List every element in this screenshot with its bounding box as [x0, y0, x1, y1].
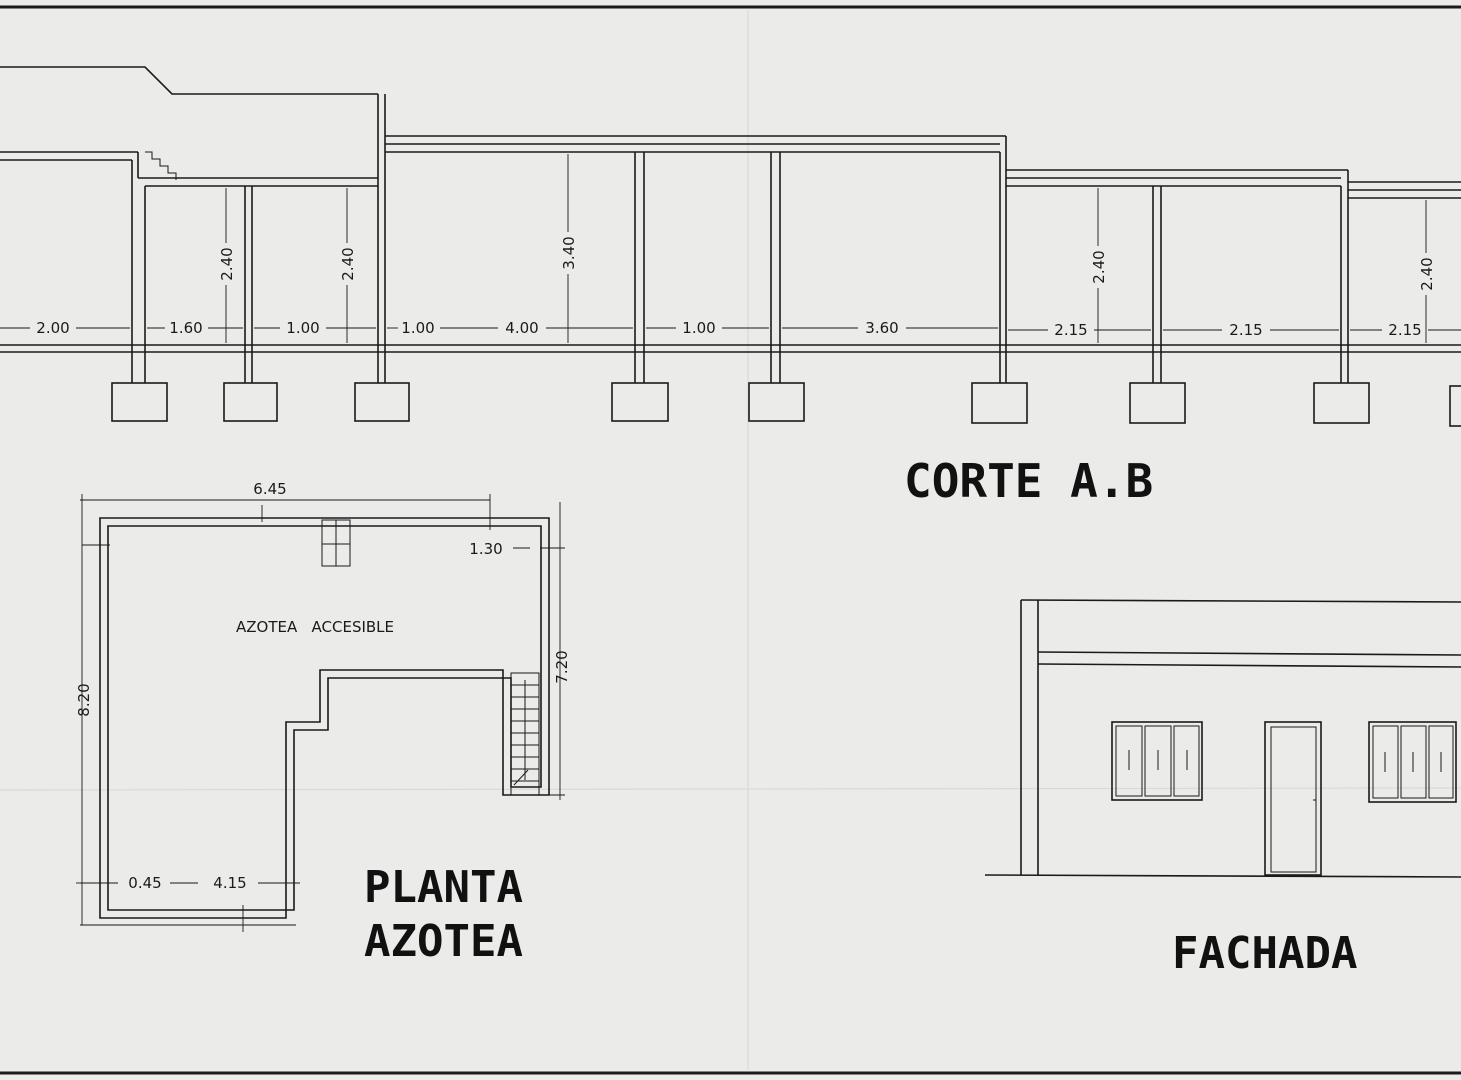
- span-label-8: 2.15: [1054, 321, 1087, 339]
- height-label-3: 3.40: [560, 236, 578, 269]
- span-label-9: 2.15: [1229, 321, 1262, 339]
- stair-symbol: [510, 672, 540, 796]
- span-label-10: 2.15: [1388, 321, 1421, 339]
- section-span-dimensions: [0, 327, 1461, 331]
- span-label-4: 1.00: [401, 319, 434, 337]
- span-label-1: 2.00: [36, 319, 69, 337]
- facade-drawing: FACHADA: [984, 599, 1461, 979]
- section-height-dimensions: 2.40 2.40 3.40 2.40 2.40: [218, 154, 1436, 343]
- height-label-4: 2.40: [1090, 250, 1108, 283]
- height-label-1: 2.40: [218, 247, 236, 280]
- span-label-3: 1.00: [286, 319, 319, 337]
- section-title: CORTE A.B: [904, 454, 1153, 508]
- plan-dim-bottom-a: 0.45: [128, 874, 161, 892]
- span-label-5: 4.00: [505, 319, 538, 337]
- span-label-7: 3.60: [865, 319, 898, 337]
- section-drawing: 2.00 1.60 1.00 1.00 4.00 1.00 3.60 2.15 …: [0, 66, 1461, 508]
- roof-plan-drawing: 6.45 1.30 8.20 7.20 0.45 4.15 AZOTEA ACC…: [75, 480, 571, 967]
- section-footings: [111, 382, 1461, 427]
- plan-dim-right-height: 7.20: [553, 650, 571, 683]
- roof-plan-dimensions: [76, 494, 565, 932]
- plan-dim-left-height: 8.20: [75, 683, 93, 716]
- section-span-labels: 2.00 1.60 1.00 1.00 4.00 1.00 3.60 2.15 …: [36, 319, 1421, 339]
- section-columns: [131, 136, 1349, 383]
- sheet-frame: [0, 5, 1461, 1075]
- facade-door: [1264, 721, 1322, 876]
- span-label-2: 1.60: [169, 319, 202, 337]
- height-label-2: 2.40: [339, 247, 357, 280]
- facade-window-left: [1111, 721, 1203, 801]
- roof-plan-title-line1: PLANTA: [364, 862, 523, 913]
- plan-dim-top: 6.45: [253, 480, 286, 498]
- span-label-6: 1.00: [682, 319, 715, 337]
- plan-dim-side-small: 1.30: [469, 540, 502, 558]
- roof-area-label: AZOTEA ACCESIBLE: [236, 618, 394, 636]
- plan-dim-bottom-b: 4.15: [213, 874, 246, 892]
- height-label-5: 2.40: [1418, 257, 1436, 290]
- roof-plan-title-line2: AZOTEA: [364, 916, 523, 967]
- facade-title: FACHADA: [1172, 928, 1357, 979]
- facade-window-right: [1368, 721, 1457, 803]
